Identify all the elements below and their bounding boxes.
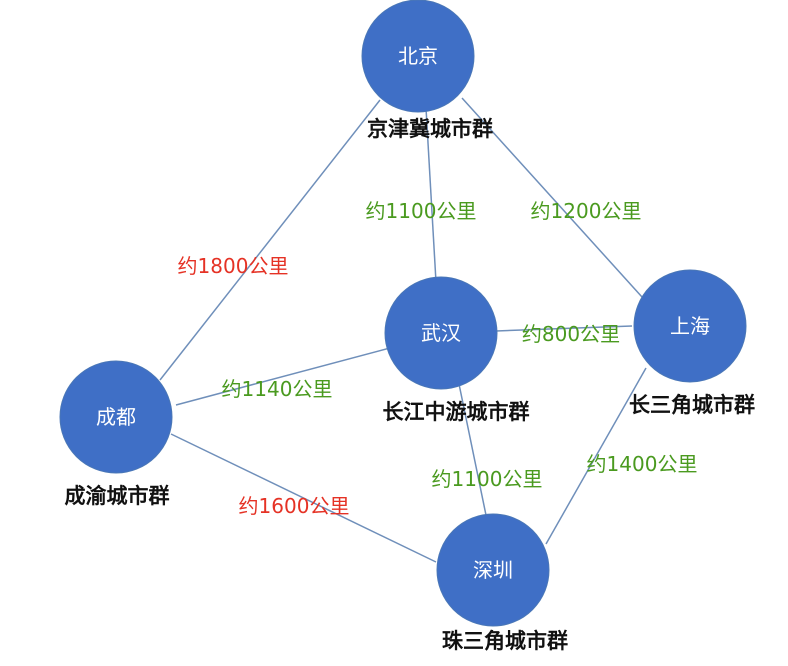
node-label: 深圳: [473, 558, 513, 582]
node-chengdu: 成都: [59, 360, 173, 474]
region-label-shenzhen: 珠三角城市群: [442, 629, 568, 653]
edge-beijing-chengdu: [159, 99, 381, 381]
node-shanghai: 上海: [633, 269, 747, 383]
distance-label-chengdu-wuhan: 约1140公里: [222, 377, 333, 401]
node-label: 武汉: [421, 321, 461, 345]
edge-wuhan-shanghai: [495, 325, 633, 332]
node-circle: [361, 0, 475, 113]
distance-label-beijing-wuhan: 约1100公里: [366, 199, 477, 223]
distance-label-wuhan-shenzhen: 约1100公里: [432, 467, 543, 491]
node-label: 成都: [96, 405, 136, 429]
region-labels: 京津冀城市群 长江中游城市群 长三角城市群 成渝城市群 珠三角城市群: [65, 117, 756, 653]
region-label-chengdu: 成渝城市群: [65, 484, 170, 508]
edge-beijing-shanghai: [461, 97, 643, 298]
distance-labels: 约1800公里 约1100公里 约1200公里 约800公里 约1140公里 约…: [178, 199, 698, 518]
edge-shanghai-shenzhen: [545, 367, 647, 545]
distance-label-beijing-chengdu: 约1800公里: [178, 254, 289, 278]
node-circle: [633, 269, 747, 383]
edge-chengdu-shenzhen: [170, 433, 437, 563]
node-beijing: 北京: [361, 0, 475, 113]
region-label-shanghai: 长三角城市群: [629, 393, 755, 417]
distance-label-wuhan-shanghai: 约800公里: [522, 322, 620, 346]
node-circle: [59, 360, 173, 474]
node-label: 北京: [398, 44, 438, 68]
distance-label-beijing-shanghai: 约1200公里: [531, 199, 642, 223]
distance-label-chengdu-shenzhen: 约1600公里: [239, 494, 350, 518]
edges: [159, 97, 647, 563]
region-label-wuhan: 长江中游城市群: [383, 400, 530, 424]
node-circle: [384, 276, 498, 390]
node-shenzhen: 深圳: [436, 513, 550, 627]
region-label-beijing: 京津冀城市群: [367, 117, 493, 141]
node-circle: [436, 513, 550, 627]
distance-label-shanghai-shenzhen: 约1400公里: [587, 452, 698, 476]
edge-beijing-wuhan: [425, 107, 437, 283]
node-label: 上海: [670, 314, 710, 338]
node-wuhan: 武汉: [384, 276, 498, 390]
edge-chengdu-wuhan: [175, 347, 391, 406]
edge-wuhan-shenzhen: [458, 383, 488, 521]
